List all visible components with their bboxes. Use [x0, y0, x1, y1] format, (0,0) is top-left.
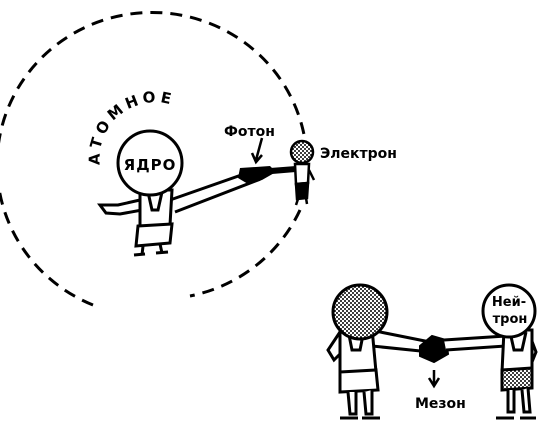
- neutron-label-bottom: трон: [493, 312, 528, 327]
- arrow-down-left-icon: [250, 137, 264, 165]
- electron-head: [289, 139, 315, 165]
- photon-label: Фотон: [224, 124, 275, 140]
- nucleus-figure: [97, 129, 261, 257]
- meson-label: Мезон: [415, 396, 466, 412]
- proton-head: [331, 283, 389, 341]
- neutron-figure: [443, 283, 538, 420]
- nucleus-head: [116, 129, 184, 197]
- neutron-head: [481, 283, 537, 339]
- arrow-down-icon: [427, 370, 441, 389]
- meson: [419, 334, 450, 364]
- nucleus-label: ЯДРО: [124, 156, 177, 174]
- electron-label: Электрон: [320, 146, 397, 162]
- electron-orbit-lower: [189, 209, 302, 298]
- neutron-label-top: Ней-: [492, 295, 526, 310]
- photon: [238, 166, 296, 184]
- electron-figure: [289, 139, 316, 206]
